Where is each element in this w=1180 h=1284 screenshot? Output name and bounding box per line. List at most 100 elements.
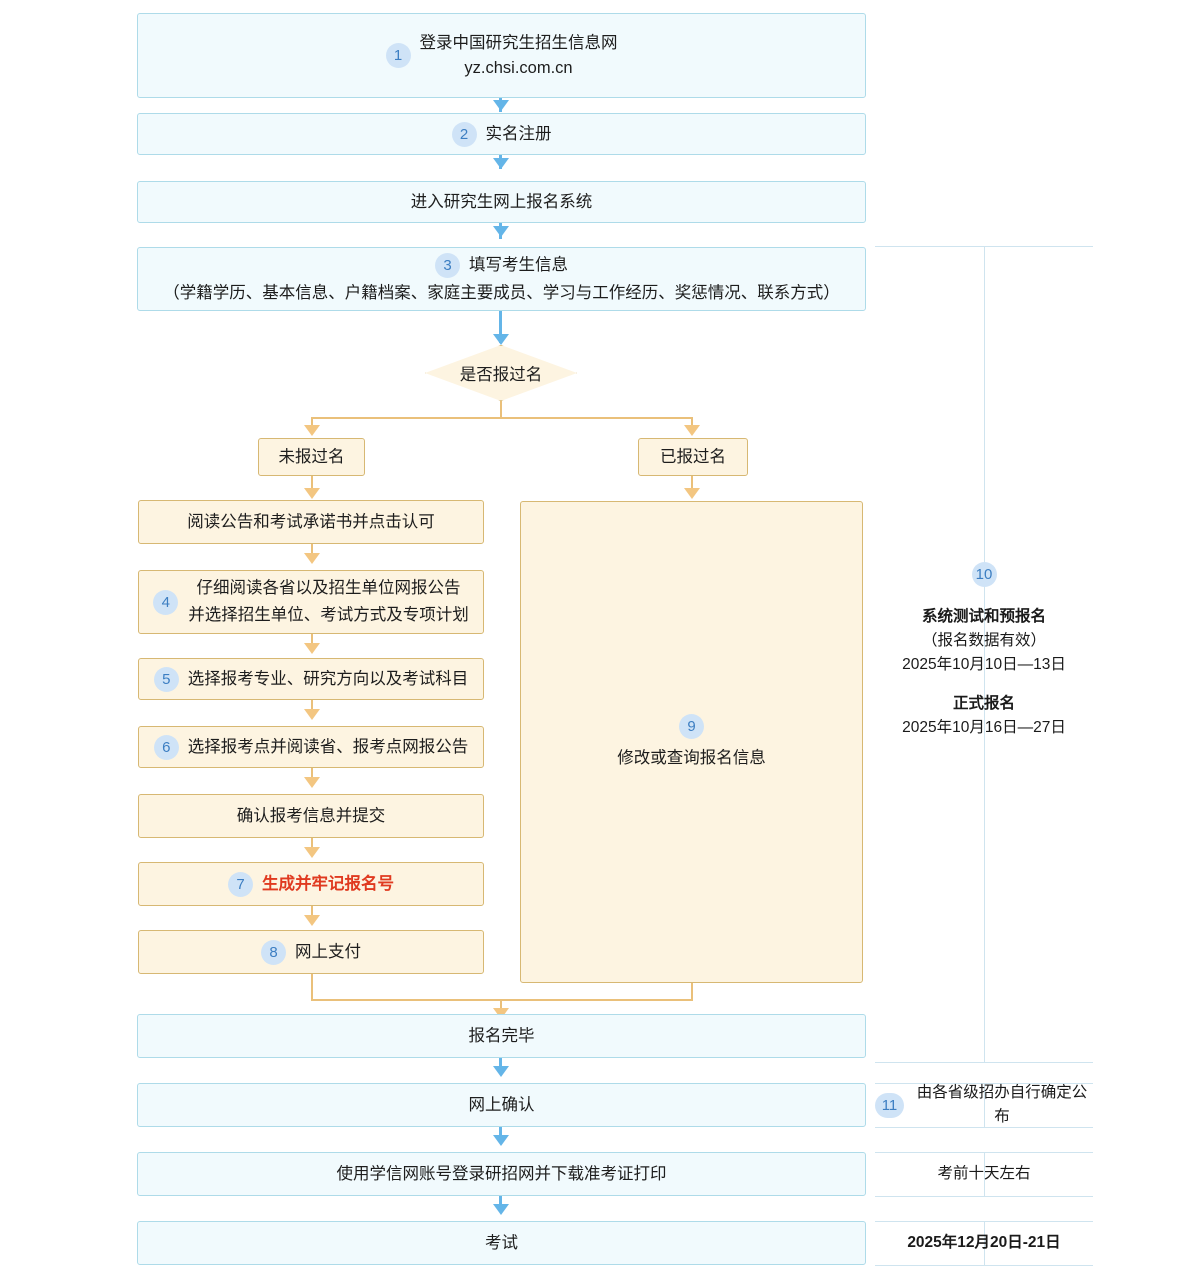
- connector-step8-down: [311, 974, 313, 1000]
- arrow-merge-to-done: [493, 1008, 509, 1019]
- sidebar-confirm-note-label: 由各省级招办自行确定公布: [916, 1083, 1088, 1125]
- sidebar-vertical-divider-confirm: [984, 1083, 985, 1127]
- node-step7-label: 生成并牢记报名号: [262, 874, 394, 893]
- sidebar-divider-2: [875, 1062, 1093, 1063]
- sidebar-confirm-note: 11 由各省级招办自行确定公布: [875, 1083, 1093, 1127]
- node-fill-info-line2: （学籍学历、基本信息、户籍档案、家庭主要成员、学习与工作经历、奖惩情况、联系方式…: [163, 283, 840, 302]
- arrow-decision-to-not-registered: [304, 425, 320, 436]
- node-step5-choose-major: 5 选择报考专业、研究方向以及考试科目: [138, 658, 484, 700]
- step-badge-1: 1: [385, 43, 411, 68]
- node-step9-modify-or-query: 9 修改或查询报名信息: [520, 501, 863, 983]
- sidebar-divider-5: [875, 1152, 1093, 1153]
- connector-readnotice-to-step4: [311, 544, 313, 558]
- node-enter-system: 进入研究生网上报名系统: [137, 181, 866, 223]
- connector-step6-to-confirm: [311, 768, 313, 782]
- sidebar-vertical-divider-ticket: [984, 1152, 985, 1196]
- connector-step4-to-step5: [311, 634, 313, 648]
- node-login-line1: 登录中国研究生招生信息网: [419, 33, 618, 52]
- step-badge-4: 4: [153, 589, 179, 615]
- node-registration-complete: 报名完毕: [137, 1014, 866, 1058]
- arrow-ticket-to-exam: [493, 1204, 509, 1215]
- sidebar-schedule-block: 10 系统测试和预报名 （报名数据有效） 2025年10月10日—13日 正式报…: [875, 556, 1093, 746]
- step-badge-6: 6: [153, 734, 179, 760]
- connector-merge: [311, 999, 693, 1001]
- node-fill-info-line1: 填写考生信息: [469, 255, 568, 274]
- node-step5-label: 选择报考专业、研究方向以及考试科目: [187, 669, 469, 688]
- arrow-decision-to-registered: [684, 425, 700, 436]
- step-badge-11: 11: [875, 1092, 904, 1118]
- node-step6-label: 选择报考点并阅读省、报考点网报公告: [187, 737, 469, 756]
- decision-label: 是否报过名: [459, 366, 543, 384]
- node-done-label: 报名完毕: [468, 1026, 535, 1045]
- connector-reg-down: [691, 476, 693, 493]
- node-not-registered: 未报过名: [258, 438, 365, 476]
- arrow-login-to-realname: [493, 100, 509, 111]
- node-realname-label: 实名注册: [485, 124, 552, 143]
- connector-step5-to-step6: [311, 700, 313, 714]
- connector-decision-stem: [500, 401, 502, 418]
- sidebar-divider-3: [875, 1083, 1093, 1084]
- sidebar-schedule-sub1: （报名数据有效）: [921, 632, 1046, 650]
- step-badge-2: 2: [451, 121, 477, 147]
- sidebar-schedule-date2: 2025年10月16日—27日: [902, 718, 1066, 736]
- connector-merge-stem: [500, 999, 502, 1013]
- node-read-notice: 阅读公告和考试承诺书并点击认可: [138, 500, 484, 544]
- node-realname-register: 2 实名注册: [137, 113, 866, 155]
- node-step8-online-payment: 8 网上支付: [138, 930, 484, 974]
- node-not-registered-label: 未报过名: [278, 447, 345, 466]
- step-badge-8: 8: [261, 939, 286, 965]
- sidebar-divider-8: [875, 1265, 1093, 1266]
- arrow-reg-to-step9: [684, 488, 700, 499]
- arrow-step4-to-step5: [304, 643, 320, 654]
- node-enter-system-label: 进入研究生网上报名系统: [410, 192, 593, 211]
- sidebar-exam-note: 2025年12月20日-21日: [875, 1221, 1093, 1265]
- sidebar-exam-note-label: 2025年12月20日-21日: [907, 1233, 1061, 1251]
- sidebar-schedule-title2: 正式报名: [952, 694, 1015, 712]
- node-online-confirm-label: 网上确认: [468, 1095, 535, 1114]
- arrow-realname-to-system: [493, 158, 509, 169]
- node-step4-read-province-notice: 4 仔细阅读各省以及招生单位网报公告 并选择招生单位、考试方式及专项计划: [138, 570, 484, 634]
- arrow-step6-to-confirm: [304, 777, 320, 788]
- arrow-confirm-to-step7: [304, 847, 320, 858]
- arrow-step5-to-step6: [304, 709, 320, 720]
- sidebar-vertical-divider-exam: [984, 1221, 985, 1265]
- arrow-system-to-fillinfo: [493, 226, 509, 237]
- step-badge-5: 5: [153, 666, 179, 692]
- sidebar-vertical-divider-top: [984, 246, 985, 1063]
- node-already-registered: 已报过名: [638, 438, 748, 476]
- connector-fillinfo-to-decision: [499, 311, 502, 343]
- node-fill-candidate-info: 3 填写考生信息 （学籍学历、基本信息、户籍档案、家庭主要成员、学习与工作经历、…: [137, 247, 866, 311]
- connector-step7-to-step8: [311, 906, 313, 920]
- node-download-ticket-label: 使用学信网账号登录研招网并下载准考证打印: [336, 1164, 667, 1183]
- connector-confirm-to-step7: [311, 838, 313, 852]
- node-confirm-submit: 确认报考信息并提交: [138, 794, 484, 838]
- arrow-readnotice-to-step4: [304, 553, 320, 564]
- sidebar-divider-4: [875, 1127, 1093, 1128]
- node-exam: 考试: [137, 1221, 866, 1265]
- connector-notreg-down: [311, 476, 313, 493]
- node-login-line2: yz.chsi.com.cn: [464, 58, 573, 77]
- sidebar-ticket-note: 考前十天左右: [875, 1152, 1093, 1196]
- arrow-fillinfo-to-decision: [493, 334, 509, 345]
- node-step7-generate-registration-number: 7 生成并牢记报名号: [138, 862, 484, 906]
- node-decision-registered-before: 是否报过名: [425, 345, 577, 401]
- sidebar-divider-6: [875, 1196, 1093, 1197]
- node-confirm-submit-label: 确认报考信息并提交: [236, 806, 386, 825]
- node-step4-line2: 并选择招生单位、考试方式及专项计划: [188, 606, 469, 624]
- node-step4-line1: 仔细阅读各省以及招生单位网报公告: [196, 579, 461, 598]
- node-exam-label: 考试: [485, 1233, 518, 1252]
- node-read-notice-label: 阅读公告和考试承诺书并点击认可: [187, 512, 435, 531]
- step-badge-7: 7: [228, 871, 253, 897]
- sidebar-divider-1: [875, 246, 1093, 247]
- arrow-step7-to-step8: [304, 915, 320, 926]
- node-online-confirm: 网上确认: [137, 1083, 866, 1127]
- connector-step9-down: [691, 983, 693, 1000]
- node-step9-label: 修改或查询报名信息: [617, 748, 766, 767]
- sidebar-schedule-date1: 2025年10月10日—13日: [902, 656, 1066, 674]
- arrow-done-to-online-confirm: [493, 1066, 509, 1077]
- connector-decision-right: [691, 417, 693, 431]
- sidebar-schedule-title1: 系统测试和预报名: [921, 608, 1046, 626]
- node-step6-choose-exam-site: 6 选择报考点并阅读省、报考点网报公告: [138, 726, 484, 768]
- arrow-notreg-to-readnotice: [304, 488, 320, 499]
